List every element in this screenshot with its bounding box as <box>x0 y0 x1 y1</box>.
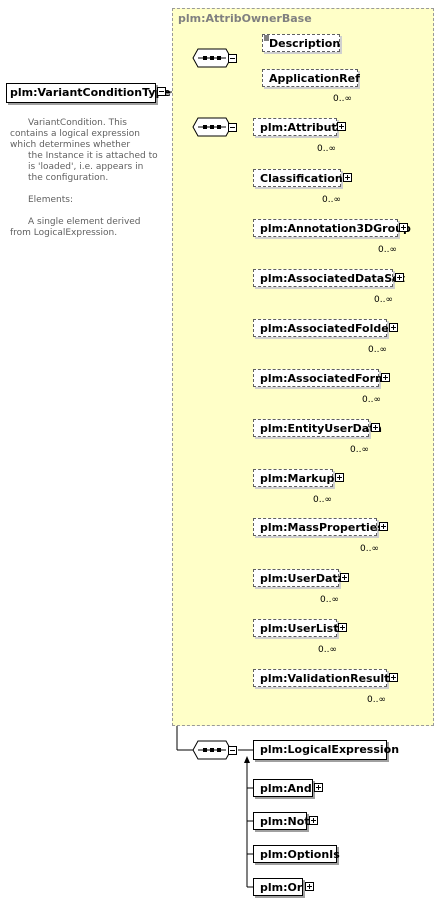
element-label: plm:Annotation3DGroup <box>260 222 411 235</box>
expand-icon[interactable] <box>337 122 346 131</box>
element-label: plm:And <box>260 782 312 795</box>
element-logicalexpression[interactable]: plm:LogicalExpression <box>253 740 399 760</box>
element-label: plm:AssociatedForm <box>260 372 387 385</box>
description-line-1: VariantCondition. This contains a logica… <box>10 118 140 150</box>
element-label: Description <box>269 37 341 50</box>
element-label: plm:Markup <box>260 472 335 485</box>
expand-icon[interactable] <box>381 373 390 382</box>
expand-icon[interactable] <box>335 473 344 482</box>
base-title: plm:AttribOwnerBase <box>178 12 312 25</box>
sequence-icon <box>192 117 232 137</box>
sequence-icon <box>192 48 232 68</box>
element-classification[interactable]: Classification <box>253 169 343 187</box>
expand-icon[interactable] <box>309 816 318 825</box>
element-userlist[interactable]: plm:UserList <box>253 619 339 637</box>
expand-icon[interactable] <box>389 673 398 682</box>
expand-icon[interactable] <box>371 423 380 432</box>
expand-icon[interactable] <box>399 223 408 232</box>
element-optionis[interactable]: plm:OptionIs <box>253 845 340 863</box>
cardinality: 0..∞ <box>320 595 339 605</box>
element-or[interactable]: plm:Or <box>253 878 303 896</box>
element-description[interactable]: Description <box>262 34 340 52</box>
cardinality: 0..∞ <box>317 144 336 154</box>
element-massproperties[interactable]: plm:MassProperties <box>253 518 384 536</box>
expand-icon[interactable] <box>395 273 404 282</box>
cardinality: 0..∞ <box>367 695 386 705</box>
element-attribute[interactable]: plm:Attribute <box>253 118 344 136</box>
element-userdata[interactable]: plm:UserData <box>253 569 345 587</box>
element-label: plm:AssociatedDataSet <box>260 272 405 285</box>
element-label: plm:UserData <box>260 572 346 585</box>
cardinality: 0..∞ <box>374 295 393 305</box>
collapse-icon[interactable] <box>157 87 166 96</box>
element-label: plm:UserList <box>260 622 339 635</box>
sequence-collapse-icon[interactable] <box>228 746 237 755</box>
element-label: Classification <box>260 172 343 185</box>
description-line-4: A single element derived from LogicalExp… <box>10 217 141 238</box>
element-entityuserdata[interactable]: plm:EntityUserData <box>253 419 382 437</box>
element-annotation3dgroup[interactable]: plm:Annotation3DGroup <box>253 219 411 237</box>
element-associatedfolder[interactable]: plm:AssociatedFolder <box>253 319 394 337</box>
element-markup[interactable]: plm:Markup <box>253 469 335 487</box>
cardinality: 0..∞ <box>360 544 379 554</box>
expand-icon[interactable] <box>305 882 314 891</box>
element-label: plm:OptionIs <box>260 848 340 861</box>
cardinality: 0..∞ <box>362 395 381 405</box>
cardinality: 0..∞ <box>333 94 352 104</box>
cardinality: 0..∞ <box>318 645 337 655</box>
sequence-collapse-icon[interactable] <box>228 54 237 63</box>
description-line-2: the Instance it is attached to is 'loade… <box>28 151 158 183</box>
cardinality: 0..∞ <box>368 345 387 355</box>
element-label: plm:EntityUserData <box>260 422 382 435</box>
expand-icon[interactable] <box>343 173 352 182</box>
element-label: plm:AssociatedFolder <box>260 322 395 335</box>
root-label: plm:VariantConditionType <box>10 86 171 99</box>
element-label: plm:ValidationResults <box>260 672 396 685</box>
element-validationresults[interactable]: plm:ValidationResults <box>253 669 396 687</box>
element-label: plm:Attribute <box>260 121 345 134</box>
cardinality: 0..∞ <box>313 495 332 505</box>
description-line-3: Elements: <box>28 195 73 205</box>
description-panel: VariantCondition. This contains a logica… <box>10 118 160 239</box>
element-associatedform[interactable]: plm:AssociatedForm <box>253 369 387 387</box>
expand-icon[interactable] <box>314 783 323 792</box>
expand-icon[interactable] <box>340 573 349 582</box>
element-associateddataset[interactable]: plm:AssociatedDataSet <box>253 269 405 287</box>
cardinality: 0..∞ <box>378 245 397 255</box>
documentation-icon <box>264 35 269 41</box>
expand-icon[interactable] <box>379 522 388 531</box>
element-not[interactable]: plm:Not <box>253 812 310 830</box>
element-label: plm:Or <box>260 881 303 894</box>
element-label: plm:Not <box>260 815 310 828</box>
expand-icon[interactable] <box>389 323 398 332</box>
element-applicationref[interactable]: ApplicationRef <box>262 69 360 87</box>
element-label: plm:LogicalExpression <box>260 743 400 756</box>
cardinality: 0..∞ <box>350 445 369 455</box>
sequence-icon <box>192 740 232 760</box>
cardinality: 0..∞ <box>322 195 341 205</box>
element-and[interactable]: plm:And <box>253 779 313 797</box>
element-label: ApplicationRef <box>269 72 360 85</box>
expand-icon[interactable] <box>338 623 347 632</box>
sequence-collapse-icon[interactable] <box>228 123 237 132</box>
element-label: plm:MassProperties <box>260 521 384 534</box>
root-element[interactable]: plm:VariantConditionType <box>6 83 171 103</box>
